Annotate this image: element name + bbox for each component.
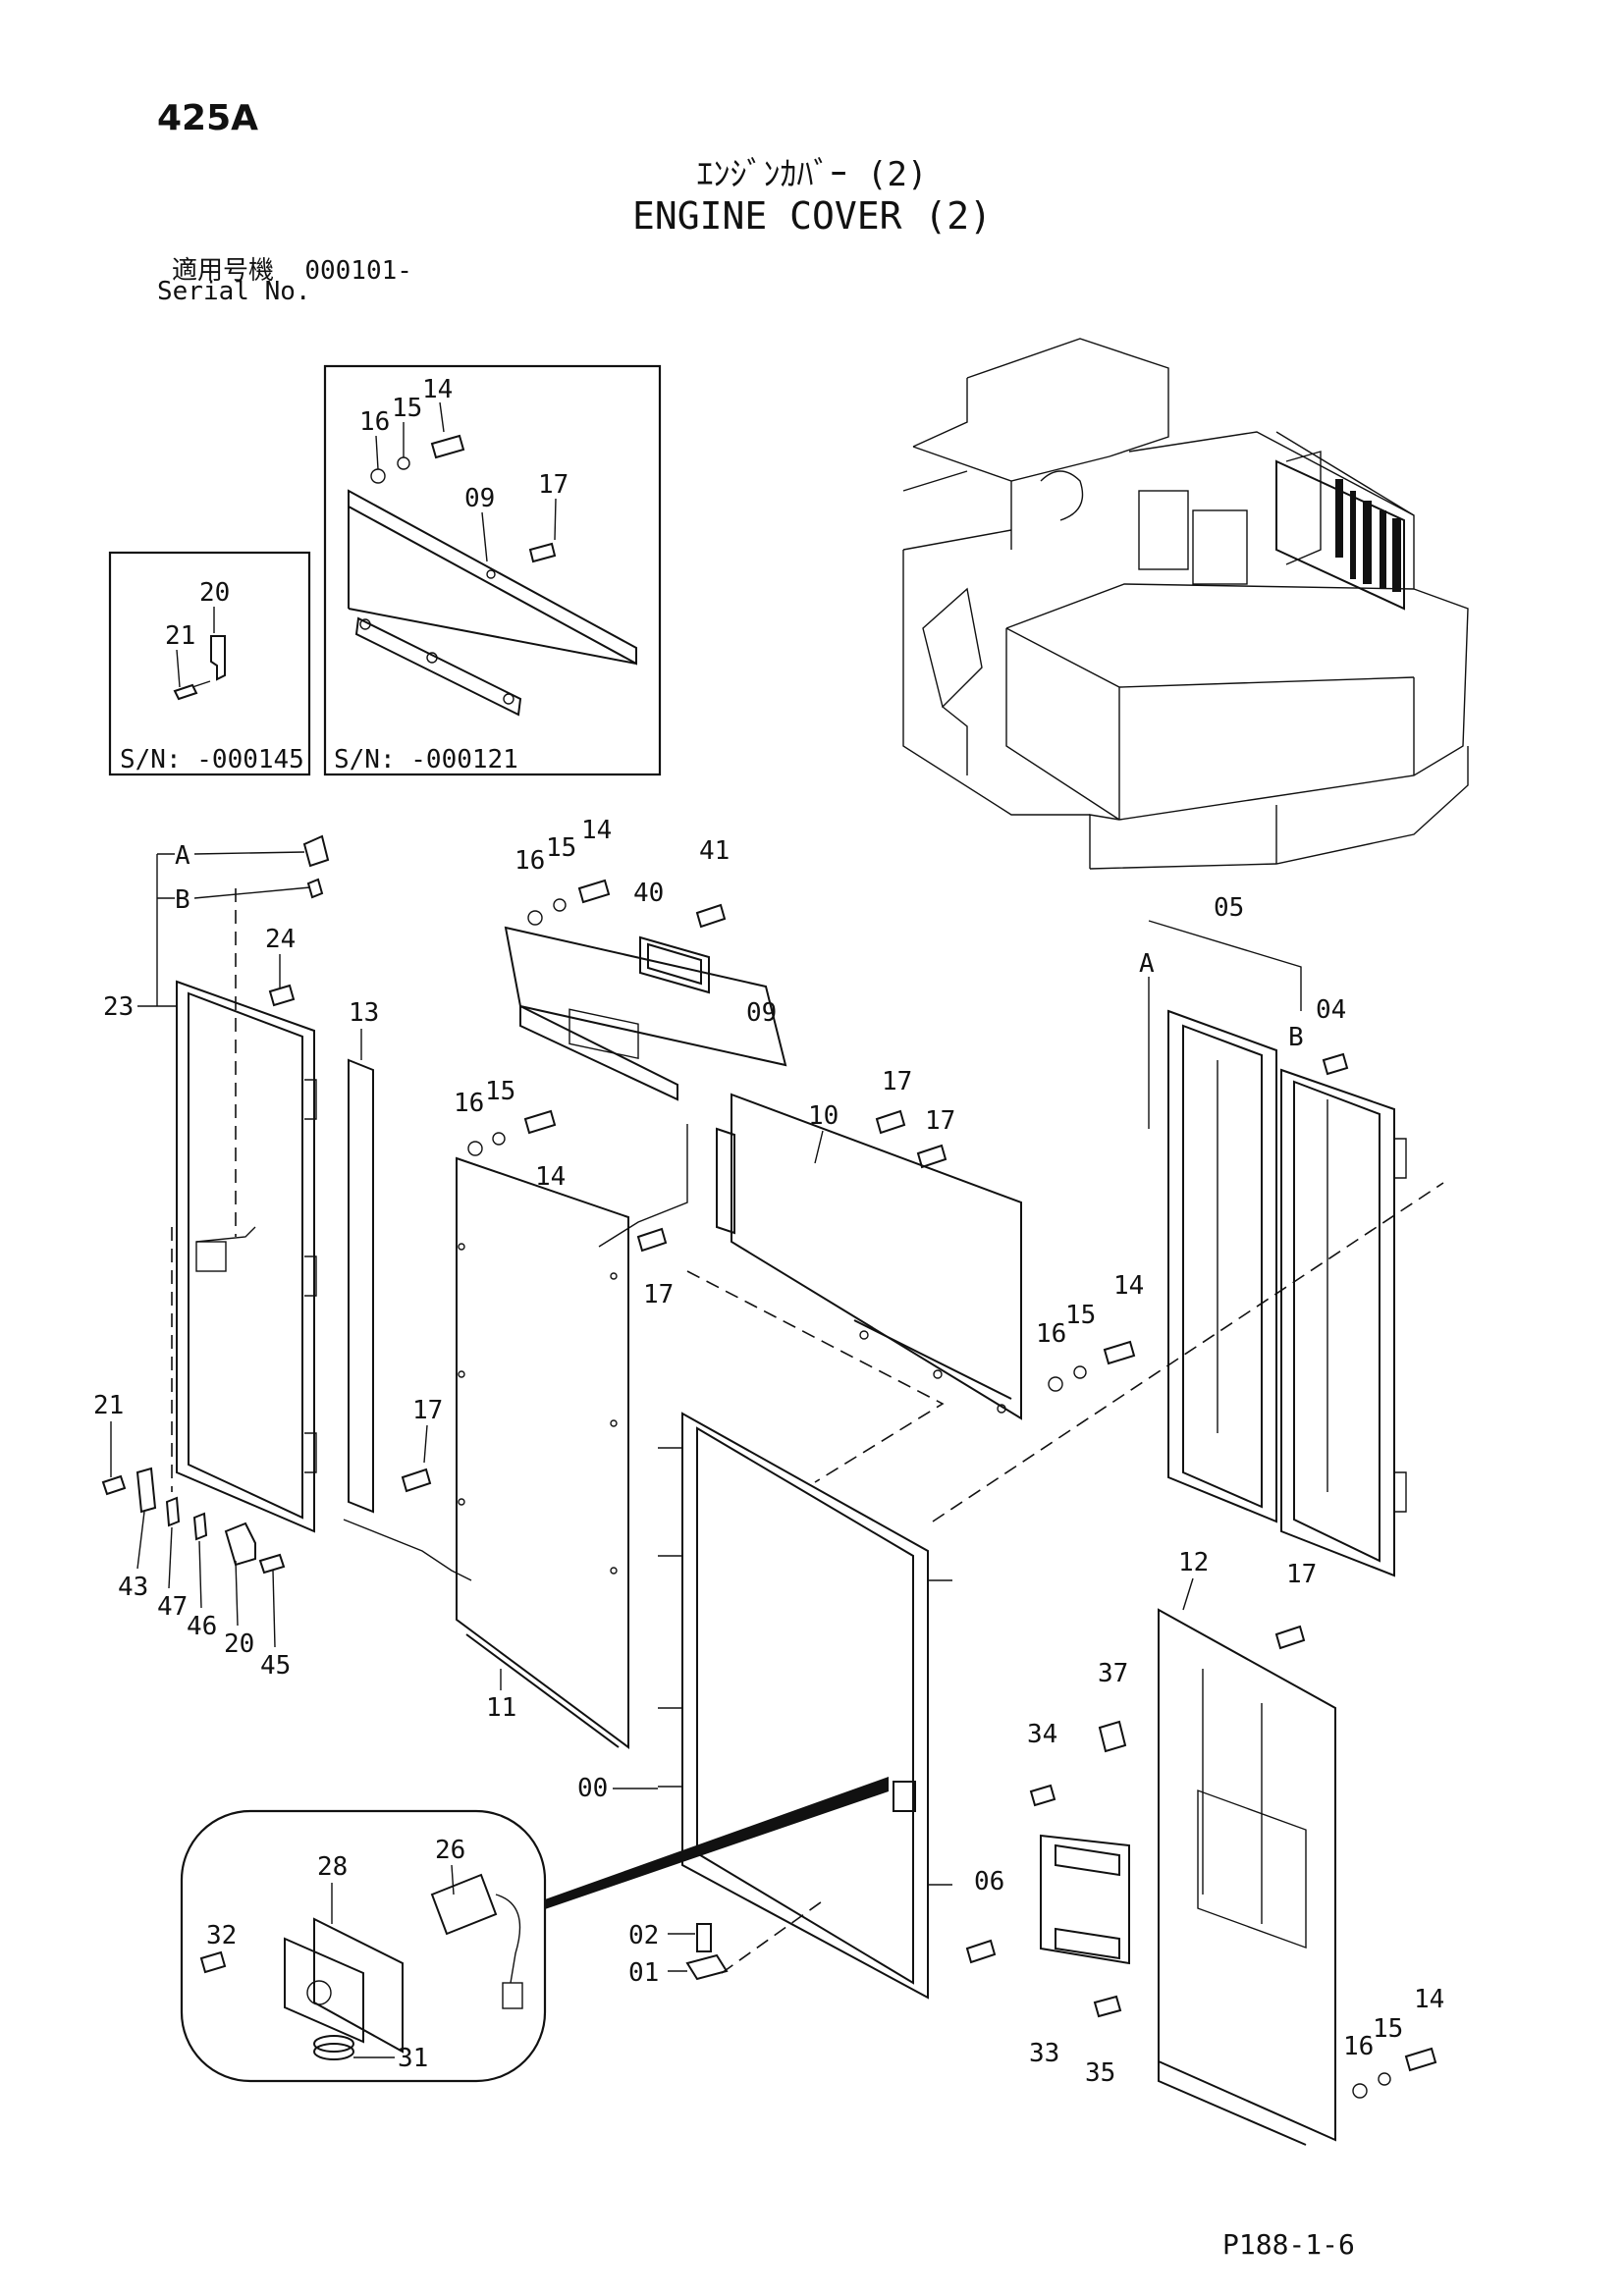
callout-31: 31 — [398, 2044, 428, 2073]
callout-35: 35 — [1085, 2058, 1115, 2088]
callout-16-inset: 16 — [359, 407, 390, 437]
callout-04: 04 — [1316, 995, 1346, 1025]
callout-17-left: 17 — [412, 1396, 443, 1425]
callout-24: 24 — [265, 925, 296, 954]
callout-15-bottom: 15 — [1373, 2014, 1403, 2044]
callout-34: 34 — [1027, 1720, 1057, 1749]
frame-00 — [658, 1412, 952, 2000]
callout-47: 47 — [157, 1592, 188, 1622]
letter-b-right: B — [1288, 1023, 1304, 1052]
callout-16-mid: 16 — [454, 1089, 484, 1118]
callout-17-right: 17 — [1286, 1560, 1317, 1589]
callout-05: 05 — [1214, 893, 1244, 923]
letter-a-right: A — [1139, 949, 1155, 979]
top-panel-09 — [504, 926, 787, 1101]
side-panel-11 — [456, 1156, 629, 1749]
callout-43: 43 — [118, 1573, 148, 1602]
page-id: 425A — [157, 98, 259, 138]
title-english: ENGINE COVER (2) — [631, 194, 993, 238]
machine-overview — [902, 338, 1469, 870]
letter-b-left: B — [175, 885, 190, 915]
highlighted-panels — [1275, 459, 1405, 611]
callout-46: 46 — [187, 1612, 217, 1641]
callout-23: 23 — [103, 992, 134, 1022]
letter-a-left: A — [175, 841, 190, 871]
callout-12: 12 — [1178, 1548, 1209, 1577]
callout-20-inset: 20 — [199, 578, 230, 608]
bracket-33 — [1040, 1834, 1130, 1965]
door-panel-23 — [171, 888, 317, 1533]
callout-40: 40 — [633, 879, 664, 908]
callout-16-top: 16 — [514, 846, 545, 876]
serial-label-english: Serial No. — [157, 277, 311, 306]
callout-32: 32 — [206, 1921, 237, 1950]
bracket-assembly-left — [101, 1467, 286, 1575]
callout-14-right: 14 — [1113, 1271, 1144, 1301]
letter-markers-left: A B — [156, 834, 330, 1006]
serial-label-jp-text: 適用号機 — [172, 256, 275, 286]
door-panel-05 — [1167, 1009, 1407, 1577]
callout-45: 45 — [260, 1651, 291, 1681]
callout-02: 02 — [628, 1921, 659, 1950]
callout-17-mid-a: 17 — [643, 1280, 674, 1309]
callout-09-main: 09 — [746, 998, 777, 1028]
inset-serial-145: S/N: -000145 20 21 — [108, 551, 311, 776]
callout-21-inset: 21 — [165, 621, 195, 651]
inset-serial-145-label: S/N: -000145 — [120, 745, 304, 774]
callout-06: 06 — [974, 1867, 1004, 1896]
callout-10: 10 — [808, 1101, 839, 1131]
serial-label-japanese: 適用号機 000101- — [172, 250, 412, 287]
detail-bubble — [180, 1777, 889, 2083]
callout-17-mid-c: 17 — [925, 1106, 955, 1136]
callout-16-bottom: 16 — [1343, 2032, 1374, 2061]
callout-15-inset: 15 — [392, 394, 422, 423]
callout-20-main: 20 — [224, 1629, 254, 1659]
callout-14-top: 14 — [581, 816, 612, 845]
callout-14-bottom: 14 — [1414, 1985, 1444, 2014]
callout-17-mid-b: 17 — [882, 1067, 912, 1096]
callout-09-inset: 09 — [464, 484, 495, 513]
callout-13: 13 — [349, 998, 379, 1028]
callout-15-right: 15 — [1065, 1301, 1096, 1330]
callout-15-top: 15 — [546, 833, 576, 863]
callout-14-mid: 14 — [535, 1162, 566, 1192]
callout-14-inset: 14 — [422, 375, 453, 404]
callout-26: 26 — [435, 1836, 465, 1865]
inset-serial-121: S/N: -000121 14 15 16 17 09 — [323, 364, 662, 776]
callout-21-main: 21 — [93, 1391, 124, 1420]
rear-panel-12 — [1158, 1608, 1336, 2146]
page-reference: P188-1-6 — [1222, 2228, 1355, 2261]
callout-37: 37 — [1098, 1659, 1128, 1688]
callout-16-right: 16 — [1036, 1319, 1066, 1349]
callout-01: 01 — [628, 1958, 659, 1988]
strip-13 — [348, 1058, 374, 1514]
title-japanese: ｴﾝｼﾞﾝｶﾊﾞｰ (2) — [696, 155, 928, 194]
callout-11: 11 — [486, 1693, 516, 1723]
callout-17-inset: 17 — [538, 470, 568, 500]
callout-00: 00 — [577, 1774, 608, 1803]
callout-28: 28 — [317, 1852, 348, 1882]
serial-range: 000101- — [304, 256, 412, 286]
callout-15-mid: 15 — [485, 1077, 515, 1106]
panel-10 — [716, 1093, 1022, 1420]
inset-serial-121-label: S/N: -000121 — [334, 745, 518, 774]
callout-41: 41 — [699, 836, 730, 866]
callout-33: 33 — [1029, 2039, 1059, 2068]
